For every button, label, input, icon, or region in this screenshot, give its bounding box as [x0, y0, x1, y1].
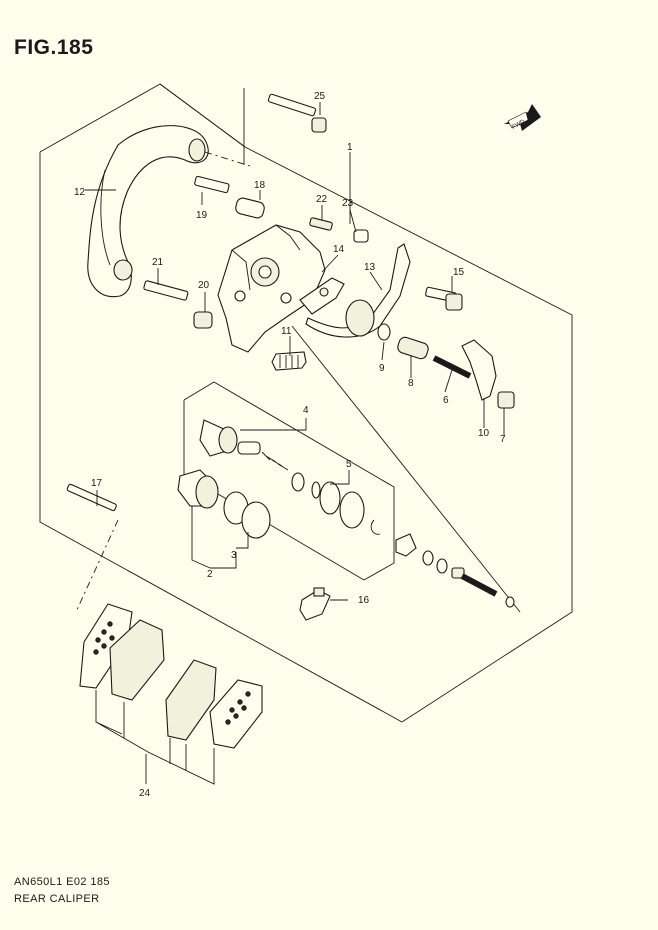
callout-1: 1	[347, 142, 353, 153]
pad-holes	[93, 621, 251, 725]
part-21-pin	[143, 280, 189, 301]
callout-11: 11	[281, 326, 292, 337]
part-3-seals	[223, 491, 271, 539]
part-19-bolt	[194, 175, 230, 194]
part-20-nut	[193, 311, 213, 329]
part-17-pin	[66, 483, 119, 613]
part-24-brake-pads	[79, 603, 263, 785]
callout-15: 15	[453, 267, 465, 278]
leader-lines	[85, 102, 505, 784]
part-2-piston	[177, 469, 219, 509]
part-13-lever	[305, 243, 411, 338]
part-10-arm	[461, 339, 497, 401]
part-16-clip	[299, 587, 331, 621]
part-15-bolt	[425, 286, 463, 311]
callout-19: 19	[196, 210, 208, 221]
adjuster-assembly	[395, 533, 515, 608]
callout-18: 18	[254, 180, 266, 191]
callout-12: 12	[74, 187, 86, 198]
callout-16: 16	[358, 595, 370, 606]
part-7-nut	[497, 391, 515, 409]
part-25-bolt	[243, 88, 327, 165]
callout-9: 9	[379, 363, 385, 374]
fwd-arrow-icon: FWD	[504, 104, 541, 131]
callout-2: 2	[207, 569, 213, 580]
assembly-outline-diagonal	[159, 83, 246, 148]
callout-labels: 25 1 12 18 19 22 23 14 13 15 21 20 11 9 …	[74, 91, 506, 799]
diagram-name: REAR CALIPER	[14, 893, 100, 905]
part-8-boot	[397, 336, 429, 360]
part-14-plate	[299, 277, 345, 315]
callout-3: 3	[231, 550, 237, 561]
callout-10: 10	[478, 428, 490, 439]
callout-20: 20	[198, 280, 210, 291]
part-6-screw	[432, 355, 472, 379]
part-9-ring	[377, 323, 391, 341]
caliper-body	[217, 224, 326, 353]
callout-17: 17	[91, 478, 103, 489]
part-11-spring	[271, 351, 307, 371]
callout-24: 24	[139, 788, 151, 799]
callout-5: 5	[346, 459, 352, 470]
part-5-seals	[319, 481, 381, 535]
callout-6: 6	[443, 395, 449, 406]
callout-14: 14	[333, 244, 345, 255]
diagram-code: AN650L1 E02 185	[14, 876, 110, 888]
callout-8: 8	[408, 378, 414, 389]
piston-kit-box	[183, 381, 395, 581]
leader-long-diagonal	[291, 325, 521, 613]
part-23-cap	[353, 229, 369, 243]
part-22-bleeder	[309, 217, 333, 231]
figure-title: FIG.185	[14, 36, 94, 59]
part-12-bracket	[87, 125, 251, 298]
callout-4: 4	[303, 405, 309, 416]
callout-23: 23	[342, 198, 354, 209]
part-18-sleeve	[235, 197, 265, 219]
callout-21: 21	[152, 257, 164, 268]
callout-7: 7	[500, 434, 506, 445]
callout-25: 25	[314, 91, 326, 102]
part-4-piston	[199, 419, 321, 499]
callout-22: 22	[316, 194, 328, 205]
callout-13: 13	[364, 262, 376, 273]
